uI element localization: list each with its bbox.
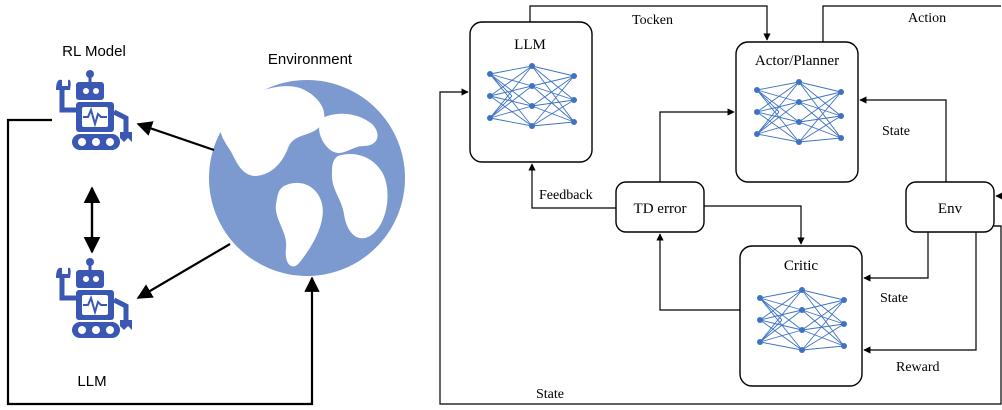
state-actor-label: State: [882, 124, 910, 139]
llm-box-label: LLM: [514, 37, 546, 53]
globe-icon: [209, 80, 405, 276]
critic-box-label: Critic: [784, 258, 819, 274]
state-to-critic-edge: [863, 232, 929, 282]
actor-planner-box: [735, 41, 859, 183]
actor-planner-label: Actor/Planner: [755, 53, 839, 69]
left-panel: RL Model LLM Environment: [6, 43, 405, 406]
state-critic-label: State: [880, 291, 908, 306]
environment-label: Environment: [268, 51, 353, 68]
left-feedback-loop: [6, 118, 320, 406]
td-to-critic-edge: [704, 205, 805, 245]
state-bottom-loop: [439, 88, 1002, 405]
env-to-llm-arrow: [136, 243, 231, 299]
td-error-label: TD error: [634, 201, 687, 217]
llm-box: [469, 21, 593, 163]
rl-model-label: RL Model: [62, 43, 126, 60]
critic-to-td-edge: [656, 233, 740, 311]
env-to-rl-arrow: [136, 121, 215, 152]
critic-box: [739, 245, 863, 387]
rl-model-robot-icon: [56, 70, 132, 150]
reward-edge: [863, 232, 977, 354]
env-box: [905, 181, 995, 233]
reward-label: Reward: [896, 360, 940, 375]
llm-robot-icon: [56, 258, 132, 338]
td-to-actor-edge: [659, 108, 735, 182]
tocken-label: Tocken: [632, 13, 673, 28]
action-edge: [822, 5, 1001, 42]
action-label: Action: [908, 11, 946, 26]
feedback-edge: [528, 163, 616, 209]
llm-label-left: LLM: [77, 373, 106, 390]
tocken-edge: [529, 5, 771, 41]
right-panel: LLM Actor/Planner Critic TD error Env To…: [439, 5, 1002, 405]
feedback-label: Feedback: [539, 188, 593, 203]
state-to-actor-edge: [859, 96, 947, 182]
state-bottom-label: State: [536, 387, 564, 402]
env-label: Env: [938, 201, 963, 217]
